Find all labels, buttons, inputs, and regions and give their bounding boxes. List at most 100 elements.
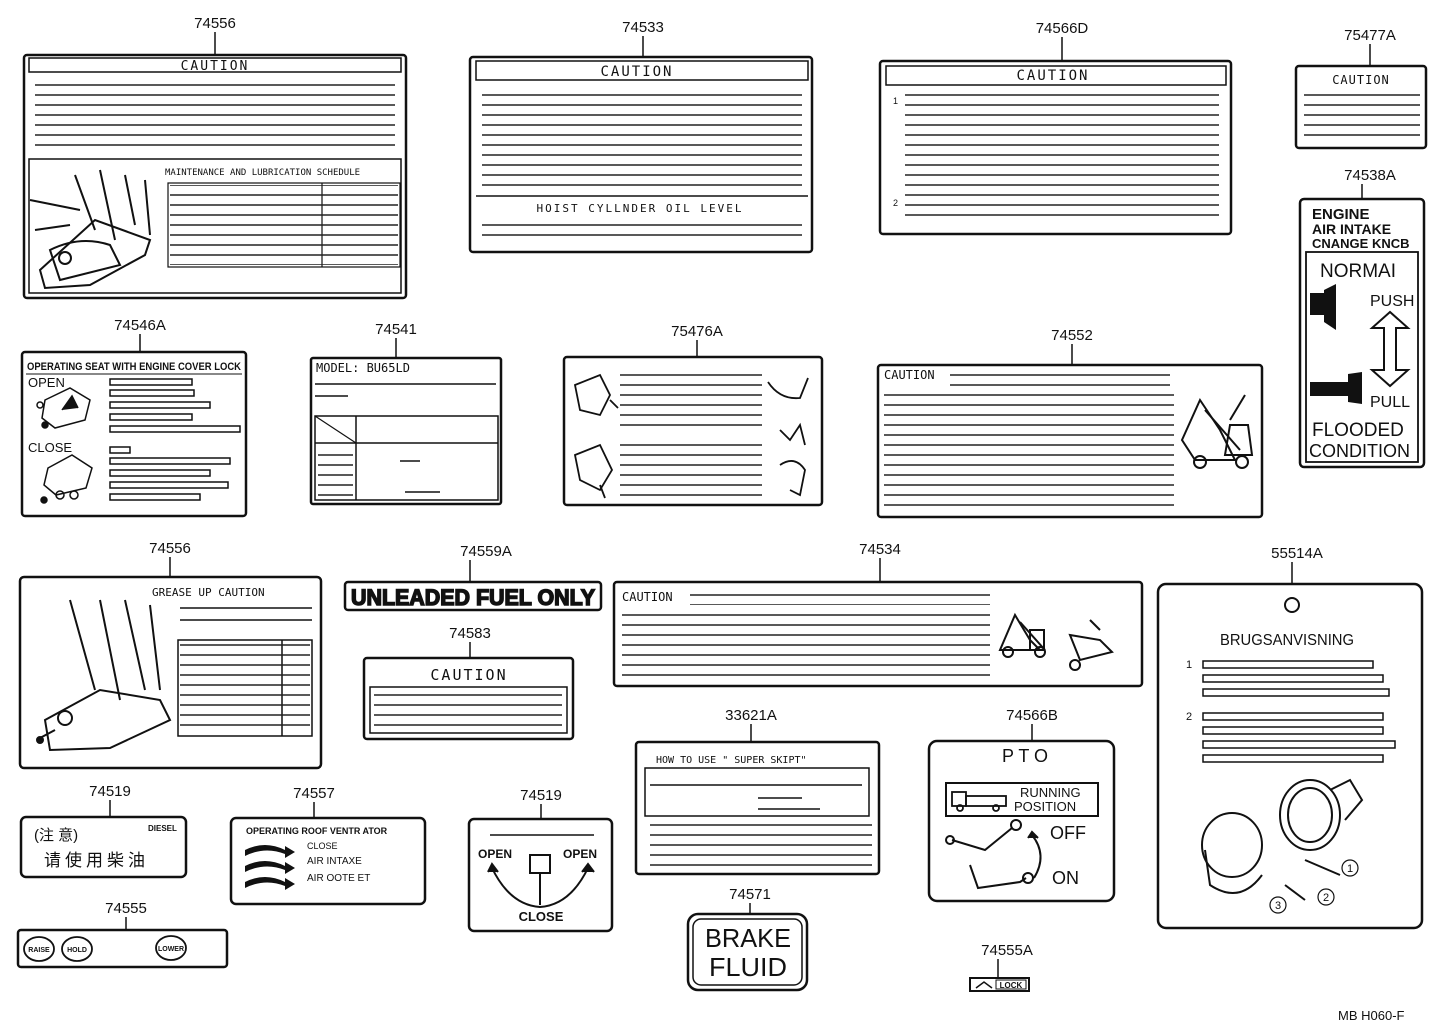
unleaded-text: UNLEADED FUEL ONLY xyxy=(351,585,595,610)
svg-text:MODEL: BU65LD: MODEL: BU65LD xyxy=(316,361,410,375)
part-number: 74533 xyxy=(622,19,664,36)
svg-text:BRUGSANVISNING: BRUGSANVISNING xyxy=(1220,632,1354,649)
svg-text:GREASE UP CAUTION: GREASE UP CAUTION xyxy=(152,586,265,599)
svg-text:ENGINE: ENGINE xyxy=(1312,206,1370,223)
text-lines xyxy=(905,90,1219,190)
label-heading: CAUTION xyxy=(1332,73,1390,87)
label-74519-diesel: 74519 (注 意) DIESEL 请使用柴油 xyxy=(19,783,188,879)
svg-text:FLUID: FLUID xyxy=(709,952,787,982)
text-lines xyxy=(35,78,395,154)
label-74538a-air-intake: 74538A ENGINE AIR INTAKE CNANGE KNCB NOR… xyxy=(1298,167,1426,469)
lower-button-label: LOWER xyxy=(158,946,184,953)
knob-illustration xyxy=(1201,778,1364,901)
label-heading: CAUTION xyxy=(622,590,673,604)
svg-text:(注 意): (注 意) xyxy=(34,826,78,844)
svg-text:AIR INTAXE: AIR INTAXE xyxy=(307,856,362,867)
svg-text:OFF: OFF xyxy=(1050,823,1086,843)
part-number: 74571 xyxy=(729,886,771,903)
svg-text:1: 1 xyxy=(1347,863,1353,875)
svg-text:OPEN: OPEN xyxy=(478,847,512,861)
svg-text:2: 2 xyxy=(1186,711,1192,723)
svg-text:CLOSE: CLOSE xyxy=(307,841,338,851)
svg-text:OPEN: OPEN xyxy=(563,847,597,861)
svg-text:3: 3 xyxy=(1275,900,1281,912)
svg-text:NORMAI: NORMAI xyxy=(1320,261,1396,282)
part-number: 33621A xyxy=(725,707,777,724)
dump-body-illustration xyxy=(36,599,172,752)
label-74533-hoist-cylinder: 74533 CAUTION HOIST CYLLNDER OIL LEVEL xyxy=(468,19,814,254)
label-heading: CAUTION xyxy=(181,59,250,74)
svg-text:请使用柴油: 请使用柴油 xyxy=(44,850,149,870)
label-heading: CAUTION xyxy=(600,64,673,80)
vent-arrow-icons xyxy=(245,845,295,890)
svg-text:FLOODED: FLOODED xyxy=(1312,420,1404,441)
svg-text:AIR OOTE ET: AIR OOTE ET xyxy=(307,873,370,884)
svg-text:CLOSE: CLOSE xyxy=(28,440,72,455)
step-numbers: 1 2 3 xyxy=(1269,859,1359,914)
svg-text:1: 1 xyxy=(1186,659,1192,671)
text-lines xyxy=(622,607,990,679)
label-75477a-caution: 75477A CAUTION xyxy=(1294,27,1428,150)
label-74546a-seat-lock: 74546A OPERATING SEAT WITH ENGINE COVER … xyxy=(20,317,248,518)
svg-text:PUSH: PUSH xyxy=(1370,293,1414,310)
svg-text:HOW TO USE " SUPER SKIPT": HOW TO USE " SUPER SKIPT" xyxy=(656,755,807,766)
part-number: 74534 xyxy=(859,541,901,558)
part-number: 75477A xyxy=(1344,27,1396,44)
svg-text:CNANGE KNCB: CNANGE KNCB xyxy=(1312,236,1410,251)
svg-text:BRAKE: BRAKE xyxy=(705,923,791,953)
truck-icon xyxy=(951,791,1007,812)
label-74571-brake-fluid: 74571 BRAKE FLUID xyxy=(686,886,809,992)
svg-text:OPERATING SEAT WITH ENGINE COV: OPERATING SEAT WITH ENGINE COVER LOCK xyxy=(27,361,241,373)
part-number: 74566D xyxy=(1036,20,1089,37)
svg-text:2: 2 xyxy=(1323,892,1329,904)
svg-text:PULL: PULL xyxy=(1370,394,1410,411)
push-pull-arrow-icon xyxy=(1369,310,1411,388)
part-number: 74552 xyxy=(1051,327,1093,344)
dump-body-illustration xyxy=(29,169,152,290)
part-number: 74555 xyxy=(105,900,147,917)
part-number: 74557 xyxy=(293,785,335,802)
lever-illustrations xyxy=(573,373,809,499)
section-heading: MAINTENANCE AND LUBRICATION SCHEDULE xyxy=(165,168,360,178)
label-74566d-caution: 74566D CAUTION 1 2 xyxy=(878,20,1233,236)
svg-text:AIR INTAKE: AIR INTAKE xyxy=(1312,221,1391,237)
part-number: 74519 xyxy=(89,783,131,800)
part-number: 74555A xyxy=(981,942,1033,959)
part-number: 74538A xyxy=(1344,167,1396,184)
label-74555a-lock: 74555A LOCK xyxy=(969,942,1033,992)
label-74556-grease-up: 74556 GREASE UP CAUTION xyxy=(18,540,323,770)
svg-text:POSITION: POSITION xyxy=(1014,799,1076,814)
part-number: 74566B xyxy=(1006,707,1058,724)
section-heading: HOIST CYLLNDER OIL LEVEL xyxy=(537,202,744,215)
label-heading: CAUTION xyxy=(1016,68,1089,84)
label-74519-open-close: 74519 OPEN OPEN CLOSE xyxy=(467,787,614,933)
label-74556-maintenance: 74556 CAUTION MAINTENANCE AND LUBRICATIO… xyxy=(22,15,408,300)
svg-text:2: 2 xyxy=(893,198,898,208)
label-55514a-instructions: 55514A BRUGSANVISNING 1 2 1 xyxy=(1156,545,1424,930)
part-number: 74541 xyxy=(375,321,417,338)
svg-text:P T O: P T O xyxy=(1002,746,1048,766)
knob-icon xyxy=(1310,284,1362,404)
label-74566b-pto: 74566B P T O RUNNING POSITION OFF ON xyxy=(927,707,1116,903)
svg-text:ON: ON xyxy=(1052,868,1079,888)
svg-text:DIESEL: DIESEL xyxy=(148,824,177,833)
svg-text:RUNNING: RUNNING xyxy=(1020,785,1081,800)
label-75476a-pictogram: 75476A xyxy=(562,323,824,507)
svg-text:CONDITION: CONDITION xyxy=(1309,441,1410,461)
label-33621a-super-skipt: 33621A HOW TO USE " SUPER SKIPT" xyxy=(634,707,881,876)
label-74557-roof-ventilator: 74557 OPERATING ROOF VENTR ATOR CLOSE AI… xyxy=(229,785,427,906)
part-number: 74546A xyxy=(114,317,166,334)
label-heading: CAUTION xyxy=(430,666,507,684)
lock-arrow-icon xyxy=(975,981,993,989)
diagram-code: MB H060-F xyxy=(1338,1008,1405,1023)
lever-icon xyxy=(945,819,1042,890)
part-number: 75476A xyxy=(671,323,723,340)
svg-text:OPERATING ROOF VENTR ATOR: OPERATING ROOF VENTR ATOR xyxy=(246,826,388,836)
hold-button-label: HOLD xyxy=(67,947,87,954)
raise-button-label: RAISE xyxy=(28,947,50,954)
label-74583-caution: 74583 CAUTION xyxy=(362,625,575,741)
svg-text:1: 1 xyxy=(893,96,898,106)
label-74555-raise-hold-lower: 74555 RAISE HOLD LOWER xyxy=(16,900,229,969)
part-number: 55514A xyxy=(1271,545,1323,562)
